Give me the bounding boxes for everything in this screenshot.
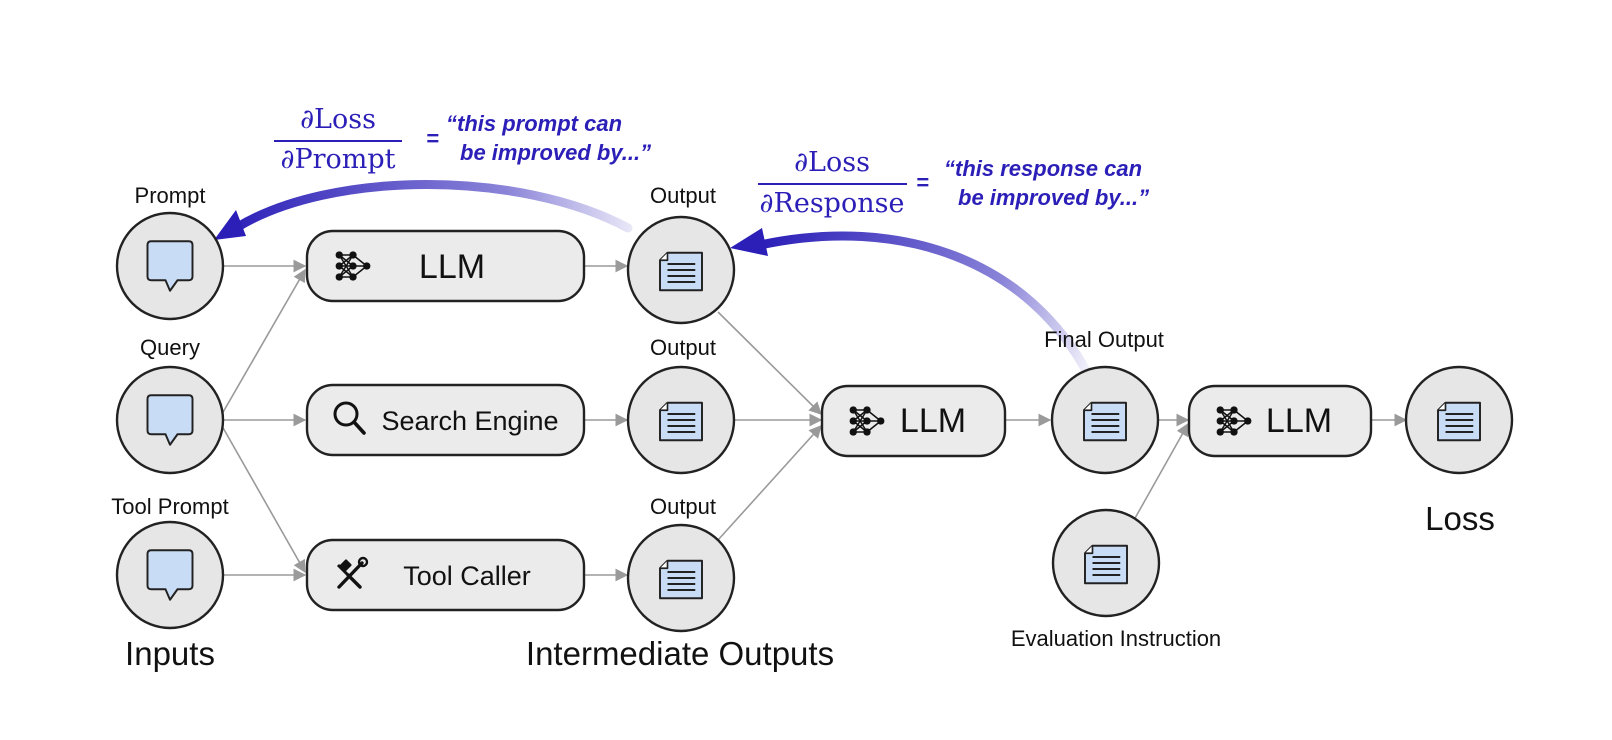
edge-output3-llm2 — [717, 425, 822, 541]
response-gradient-denominator: ∂Response — [760, 188, 905, 219]
response-gradient-arrowhead — [730, 228, 768, 256]
edge-eval-llm3 — [1133, 422, 1189, 521]
tools-icon — [336, 556, 369, 589]
prompt-label: Prompt — [135, 183, 206, 208]
document-icon — [659, 251, 703, 292]
prompt-gradient-annotation: ∂Loss ∂Prompt = “this prompt can be impr… — [274, 104, 651, 175]
llm-box-label: LLM — [419, 248, 485, 286]
prompt-quote-line1: “this prompt can — [446, 111, 622, 136]
document-icon — [1437, 401, 1481, 442]
gradient-arrows — [214, 180, 1095, 383]
tool-caller-box[interactable] — [305, 538, 586, 612]
document-icon — [1083, 401, 1127, 442]
search-engine-box[interactable] — [305, 383, 586, 457]
aggregator-llm-box[interactable] — [820, 384, 1007, 458]
inputs-column: Prompt Query Tool Prompt Inputs — [111, 183, 228, 672]
prompt-gradient-arrow — [231, 180, 633, 233]
evaluator-llm-box[interactable] — [1187, 384, 1373, 458]
edge-query-llm — [221, 268, 306, 415]
final-output-label: Final Output — [1044, 327, 1164, 352]
edge-query-tool — [221, 425, 306, 574]
intermediate-group-label: Intermediate Outputs — [526, 635, 834, 672]
prompt-gradient-arrowhead — [214, 210, 246, 240]
aggregator-llm-label: LLM — [900, 402, 966, 440]
response-equals-sign: = — [916, 170, 929, 195]
magnifier-icon — [333, 401, 366, 435]
modules-column: LLM Search Engine Tool Caller — [305, 229, 586, 612]
prompt-gradient-denominator: ∂Prompt — [280, 144, 395, 175]
output-label-3: Output — [650, 494, 716, 519]
search-engine-label: Search Engine — [381, 406, 558, 436]
inputs-group-label: Inputs — [125, 635, 215, 672]
prompt-quote-line2: be improved by...” — [460, 140, 651, 165]
evaluator-llm-label: LLM — [1266, 402, 1332, 440]
evaluation-instruction-label: Evaluation Instruction — [1011, 626, 1221, 651]
query-label: Query — [140, 335, 200, 360]
loss-label: Loss — [1425, 500, 1495, 537]
final-stage: LLM Final Output Evaluation Instruction … — [820, 327, 1514, 651]
response-gradient-numerator: ∂Loss — [794, 147, 870, 178]
response-gradient-annotation: ∂Loss ∂Response = “this response can be … — [758, 147, 1149, 219]
prompt-equals-sign: = — [426, 126, 439, 151]
prompt-gradient-numerator: ∂Loss — [300, 104, 376, 135]
document-icon — [1084, 544, 1128, 585]
response-gradient-arrow — [755, 231, 1095, 383]
edge-output1-llm2 — [717, 311, 822, 415]
output-label-1: Output — [650, 183, 716, 208]
output-label-2: Output — [650, 335, 716, 360]
intermediate-outputs-column: Output Output Output Intermediate Output… — [526, 183, 834, 672]
response-quote-line2: be improved by...” — [958, 185, 1149, 210]
document-icon — [659, 401, 703, 442]
response-quote-line1: “this response can — [944, 156, 1142, 181]
tool-prompt-label: Tool Prompt — [111, 494, 228, 519]
graph-edges — [221, 259, 1408, 582]
llm-box[interactable] — [305, 229, 586, 303]
tool-caller-label: Tool Caller — [403, 561, 531, 591]
document-icon — [659, 559, 703, 600]
